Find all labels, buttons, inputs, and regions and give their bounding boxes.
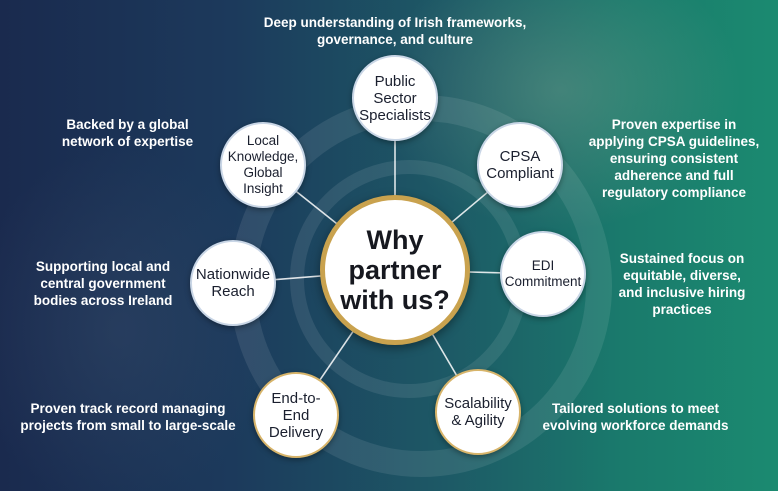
desc-nationwide: Supporting local and central government … — [33, 259, 173, 308]
node-edi: EDI Commitment — [500, 231, 586, 317]
node-local-knowledge: Local Knowledge, Global Insight — [220, 122, 306, 208]
node-scalability: Scalability & Agility — [435, 369, 521, 455]
desc-local-knowledge: Backed by a global network of expertise — [61, 117, 194, 149]
node-nationwide: Nationwide Reach — [190, 240, 276, 326]
node-label-end-to-end: End-to-End Delivery — [268, 389, 324, 441]
center-circle: Why partner with us? — [320, 195, 470, 345]
node-label-scalability: Scalability & Agility — [444, 395, 512, 429]
node-label-local-knowledge: Local Knowledge, Global Insight — [227, 133, 299, 196]
desc-edi: Sustained focus on equitable, diverse, a… — [618, 251, 746, 317]
desc-end-to-end: Proven track record managing projects fr… — [20, 401, 236, 433]
desc-scalability: Tailored solutions to meet evolving work… — [542, 401, 729, 433]
node-public-sector: Public Sector Specialists — [352, 55, 438, 141]
node-label-edi: EDI Commitment — [504, 258, 582, 289]
node-end-to-end: End-to-End Delivery — [253, 372, 339, 458]
node-cpsa: CPSA Compliant — [477, 122, 563, 208]
node-label-public-sector: Public Sector Specialists — [359, 72, 431, 124]
desc-cpsa: Proven expertise in applying CPSA guidel… — [588, 117, 760, 200]
desc-public-sector: Deep understanding of Irish frameworks, … — [263, 15, 527, 47]
node-label-nationwide: Nationwide Reach — [195, 266, 271, 300]
center-title: Why partner with us? — [340, 225, 450, 315]
node-label-cpsa: CPSA Compliant — [486, 148, 554, 182]
